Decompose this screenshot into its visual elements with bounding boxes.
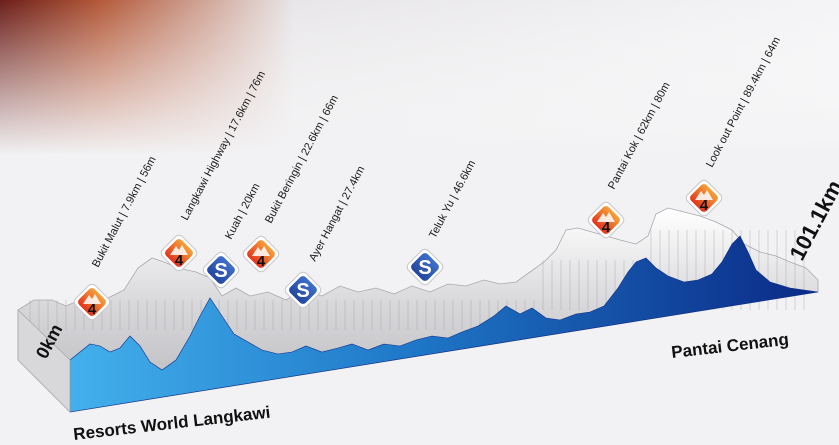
svg-text:4: 4	[88, 301, 97, 318]
climb-cat4-icon: 4	[242, 235, 280, 273]
sprint-icon: S	[202, 251, 240, 289]
svg-text:S: S	[214, 260, 227, 282]
climb-cat4-icon: 4	[73, 283, 111, 321]
svg-text:4: 4	[175, 252, 184, 269]
profile-front-face	[69, 235, 819, 413]
svg-text:S: S	[418, 257, 431, 279]
climb-cat4-icon: 4	[160, 234, 198, 272]
svg-text:4: 4	[257, 253, 266, 270]
svg-text:4: 4	[602, 219, 611, 236]
climb-cat4-icon: 4	[685, 179, 723, 217]
svg-text:4: 4	[700, 197, 709, 214]
svg-text:S: S	[296, 280, 309, 302]
sprint-icon: S	[406, 248, 444, 286]
climb-cat4-icon: 4	[587, 201, 625, 239]
sprint-icon: S	[284, 271, 322, 309]
profile-left-cap	[17, 309, 71, 413]
